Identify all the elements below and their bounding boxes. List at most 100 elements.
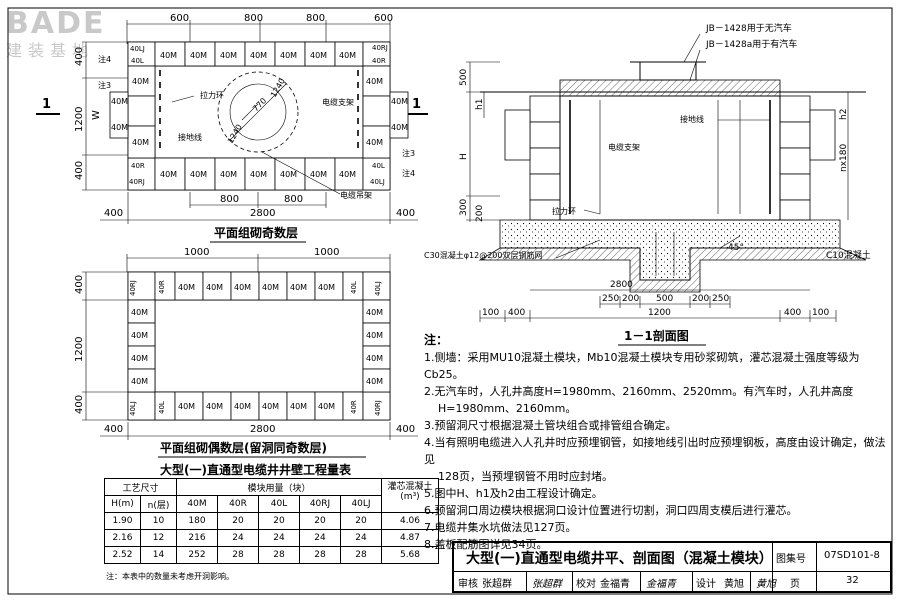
- note-7: 7.电缆井集水坑做法见127页。: [424, 521, 577, 534]
- label-lalihuan: 拉力环: [200, 90, 224, 100]
- label-jb1: JB－1428用于无汽车: [705, 22, 792, 34]
- cell: 2.16: [104, 529, 141, 547]
- even-dim-top-2: 1000: [314, 247, 339, 258]
- blk-m: 40M: [160, 51, 177, 60]
- blk-m: 40M: [339, 51, 356, 60]
- cell: 20: [217, 512, 259, 530]
- even-m: 40M: [290, 283, 307, 292]
- blk-rj: 40RJ: [372, 44, 388, 52]
- note-4a: 4.当有照明电缆进入人孔井时应预埋钢管，如接地线引出时应预埋钢板，高度由设计确定…: [424, 436, 886, 466]
- dim-left-2: 1200: [74, 107, 85, 132]
- qty-table-title: 大型(一)直通型电缆井井壁工程量表: [160, 463, 351, 477]
- even-m: 40M: [366, 377, 383, 386]
- odd-side-columns: 40M 40M 40M 40M 40M 40M 40M 40M: [109, 65, 409, 159]
- page-label: 页: [790, 579, 800, 590]
- dim-H: H: [459, 153, 469, 160]
- even-dim-b-3: 400: [396, 424, 415, 435]
- note-4-left: 注4: [98, 54, 111, 64]
- blk-m: 40M: [310, 170, 327, 179]
- design-label: 设计: [696, 579, 716, 590]
- blk-m: 40M: [111, 123, 128, 132]
- dim-top-3: 800: [306, 13, 325, 24]
- angle-45: 45°: [728, 243, 744, 253]
- blk-m: 40M: [160, 170, 177, 179]
- blk-m: 40M: [132, 77, 149, 86]
- dim-top-2: 800: [244, 13, 263, 24]
- blk-r: 40R: [372, 57, 386, 65]
- cell: 2.52: [104, 546, 141, 564]
- design-notes: 注： 1.侧墙：采用MU10混凝土模块，Mb10混凝土模块专用砂浆砌筑，灌芯混凝…: [424, 332, 894, 553]
- label-dianlanzhijia: 电缆支架: [322, 97, 354, 107]
- reviewer-name: 张超群: [482, 579, 512, 590]
- blk-m: 40M: [111, 97, 128, 106]
- note-4b: 128页，当预埋钢管不用时应封堵。: [438, 470, 613, 483]
- sec-b4-4: 100: [812, 308, 829, 318]
- dim-b-2: 2800: [250, 208, 275, 219]
- section-1-1: JB－1428用于无汽车 JB－1428a用于有汽车: [424, 22, 871, 346]
- th-n: n(层): [140, 495, 177, 513]
- even-m: 40M: [318, 402, 335, 411]
- cell: 20: [340, 512, 382, 530]
- dim-left-1: 400: [74, 47, 85, 66]
- note-4-right: 注4: [402, 168, 415, 178]
- even-m: 40M: [290, 402, 307, 411]
- th-craft: 工艺尺寸: [104, 478, 177, 496]
- blk-m: 40M: [250, 51, 267, 60]
- section-jiedixian: 接地线: [680, 114, 704, 124]
- cell: 24: [258, 529, 300, 547]
- blk-m: 40M: [310, 51, 327, 60]
- even-m: 40M: [234, 283, 251, 292]
- sec-d4: 200: [692, 294, 709, 304]
- dim-h1: h1: [475, 99, 485, 110]
- even-dim-b-2: 2800: [250, 424, 275, 435]
- dim-770: 770: [251, 96, 268, 113]
- reviewer-signature: 张超群: [532, 579, 562, 590]
- even-m: 40M: [206, 283, 223, 292]
- even-m: 40M: [366, 354, 383, 363]
- th-40L: 40L: [258, 495, 300, 513]
- odd-top-row: 40LJ 40M 40M 40M 40M 40M 40M 40M 40RJ 40…: [127, 41, 391, 67]
- cell: 28: [258, 546, 300, 564]
- cell: 14: [140, 546, 177, 564]
- blk-l: 40L: [131, 57, 144, 65]
- section-right-wall: [779, 95, 836, 221]
- even-dim-left-3: 400: [74, 395, 85, 414]
- even-m: 40M: [131, 308, 148, 317]
- cell: 28: [217, 546, 259, 564]
- section-dianlanzhijia: 电缆支架: [608, 142, 640, 152]
- plan-even: 1000 1000 400 1200 400 40RJ 40R 40M 40M …: [74, 247, 418, 458]
- note-2b: H=1980mm、2160mm。: [438, 402, 577, 415]
- th-grout: 灌芯混凝土 (m³): [381, 478, 439, 513]
- blk-lj: 40LJ: [130, 45, 145, 53]
- even-m: 40M: [318, 283, 335, 292]
- even-dim-top-1: 1000: [184, 247, 209, 258]
- note-1: 1.侧墙：采用MU10混凝土模块，Mb10混凝土模块专用砂浆砌筑，灌芯混凝土强度…: [424, 351, 860, 381]
- note-5: 5.图中H、h1及h2由工程设计确定。: [424, 487, 603, 500]
- even-m: 40M: [234, 402, 251, 411]
- even-m: 40M: [178, 283, 195, 292]
- cell: 28: [340, 546, 382, 564]
- cell: 28: [299, 546, 341, 564]
- note-2a: 2.无汽车时，人孔井高度H=1980mm、2160mm、2520mm。有汽车时，…: [424, 385, 854, 398]
- even-m: 40M: [178, 402, 195, 411]
- plan-even-title: 平面组砌偶数层(留洞同奇数层): [160, 440, 327, 455]
- th-40RJ: 40RJ: [299, 495, 341, 513]
- note-3: 3.预留洞尺寸根据混凝土管块组合或排管组合确定。: [424, 419, 677, 432]
- odd-bottom-row: 40R 40RJ 40M 40M 40M 40M 40M 40M 40M 40L…: [127, 157, 391, 191]
- cell: 24: [299, 529, 341, 547]
- blk-m: 40M: [280, 51, 297, 60]
- even-dim-left-1: 400: [74, 275, 85, 294]
- dim-200: 200: [475, 205, 485, 222]
- cell: 5.68: [381, 546, 439, 564]
- title-block: 大型(一)直通型电缆井平、剖面图（混凝土模块） 图集号 07SD101-8 审核…: [452, 541, 892, 593]
- watermark-logo: BADE 建装基地: [6, 6, 105, 61]
- table-row: 2.16 12 216 24 24 24 24 4.87: [104, 529, 439, 547]
- section-mark-right: 1: [412, 97, 421, 112]
- blk-lj: 40LJ: [370, 178, 385, 186]
- even-m: 40M: [262, 402, 279, 411]
- blk-rj: 40RJ: [129, 178, 145, 186]
- label-jiedixian: 接地线: [178, 132, 202, 142]
- label-dianlandiaojia: 电缆吊架: [340, 190, 372, 200]
- even-lj: 40LJ: [129, 401, 137, 416]
- sheet-border: [7, 7, 893, 595]
